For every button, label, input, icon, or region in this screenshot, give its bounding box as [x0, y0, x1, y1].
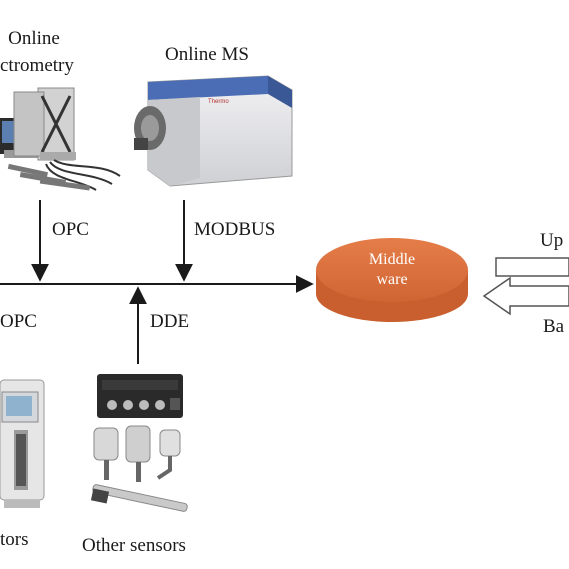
online-ms-label: Online MS: [165, 44, 249, 65]
up-arrow-label: Up: [540, 230, 564, 251]
online-spectrometry-label-line1: Online: [8, 28, 60, 49]
back-arrow-shape: [482, 276, 569, 316]
mass-spectrometer-device-icon: Thermo: [134, 75, 293, 187]
sensors-group-icon: [90, 374, 188, 512]
other-sensors-label: Other sensors: [82, 535, 186, 556]
middleware-label-line2: ware: [376, 271, 408, 288]
dde-label: DDE: [150, 311, 190, 332]
modbus-label: MODBUS: [194, 219, 276, 240]
middleware-label-line1: Middle: [368, 251, 416, 268]
spectrometer-device-icon: [0, 87, 121, 191]
up-arrow-shape: [495, 257, 569, 277]
opc-bottom-label: OPC: [0, 311, 37, 332]
bottom-left-label: tors: [0, 529, 29, 550]
back-arrow-label: Ba: [543, 316, 565, 337]
hollow-arrows: [482, 257, 569, 316]
middleware-node: [316, 238, 468, 322]
online-spectrometry-label-line2: ctrometry: [0, 55, 74, 76]
middleware-label: Middle ware: [332, 250, 452, 290]
connector-lines: [0, 200, 314, 364]
controller-device-icon: [0, 379, 45, 508]
ms-brand-text: Thermo: [208, 99, 229, 105]
opc-top-label: OPC: [52, 219, 89, 240]
